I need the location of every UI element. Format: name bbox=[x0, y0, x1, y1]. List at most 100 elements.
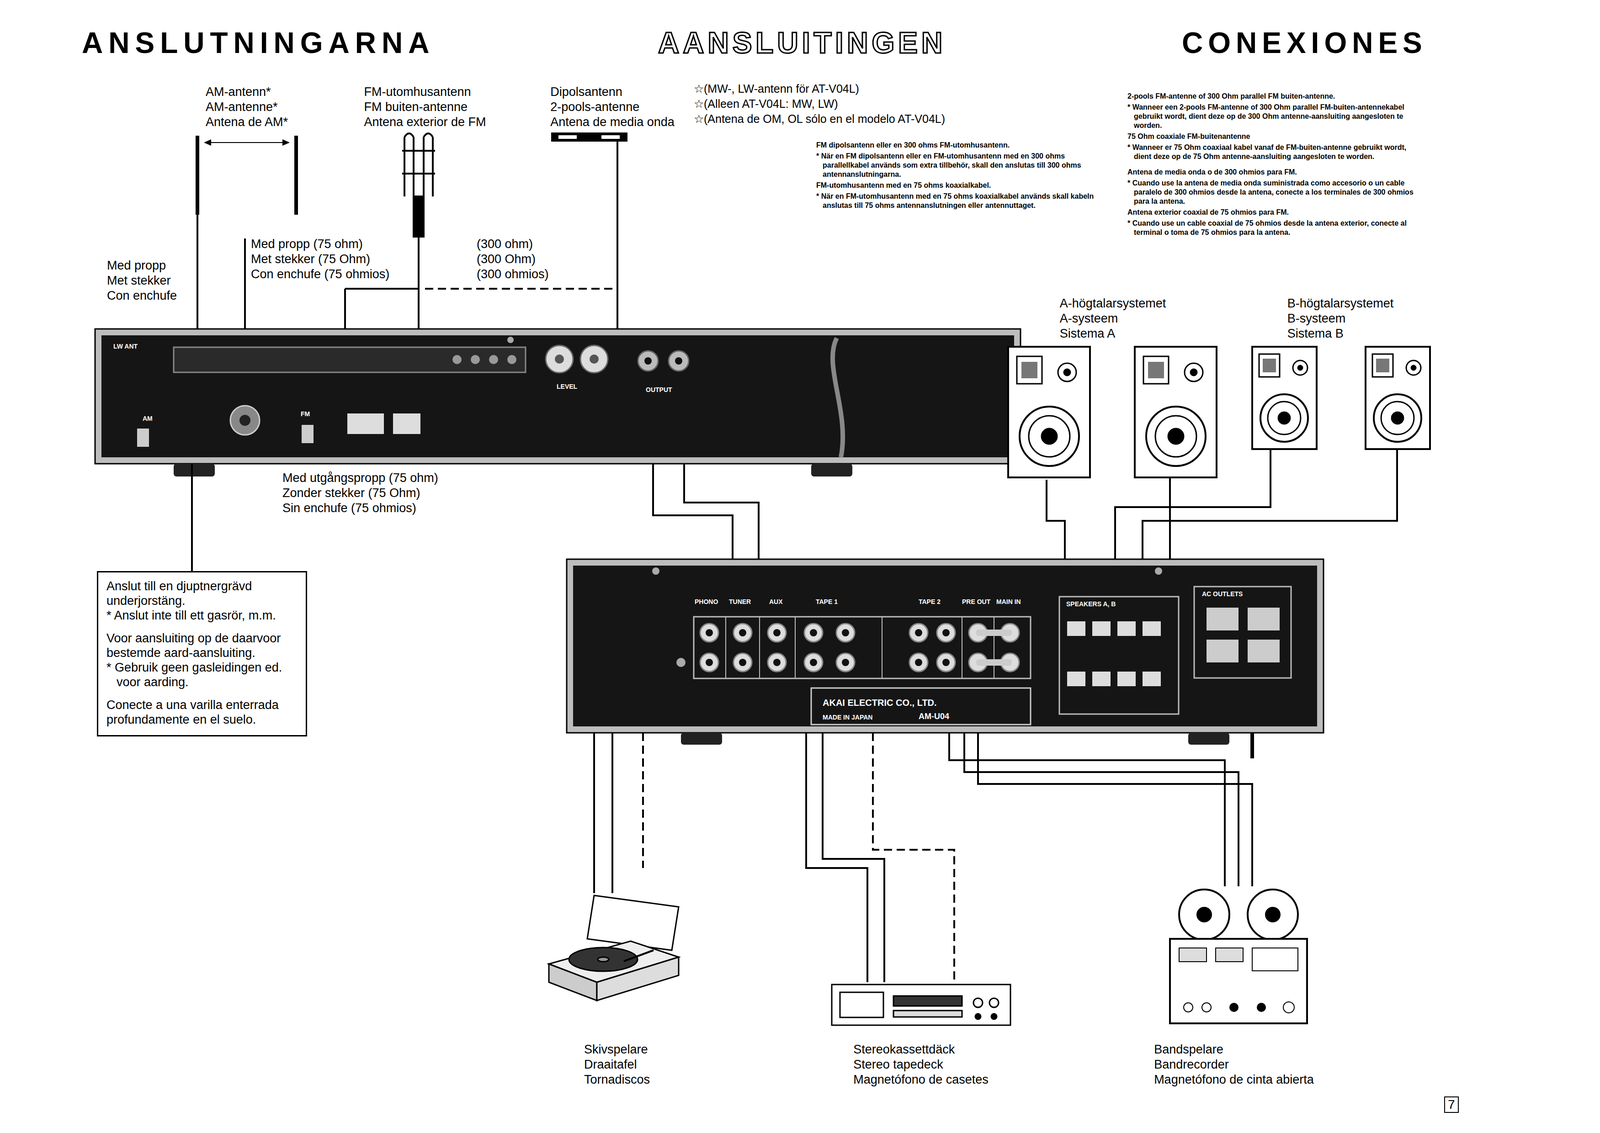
cable-connector bbox=[949, 733, 1225, 887]
panel-label: AC OUTLETS bbox=[1201, 590, 1243, 599]
device-caption: Stereokassettdäck bbox=[853, 1042, 989, 1058]
device-caption: AM-antenne* bbox=[205, 99, 288, 115]
section-heading: AANSLUITINGEN bbox=[658, 26, 947, 60]
panel-label: MAIN IN bbox=[996, 598, 1021, 606]
device-caption: Dipolsantenn bbox=[550, 84, 675, 100]
turntable: SkivspelareDraaitafelTornadiscos bbox=[546, 893, 688, 1088]
device-caption: A-högtalarsystemet bbox=[1059, 296, 1167, 312]
device-caption: AM-antenn* bbox=[205, 84, 288, 100]
cable-connector bbox=[191, 463, 193, 572]
amplifier-rear-panel: PHONOTUNERAUXTAPE 1TAPE 2PRE OUTMAIN INA… bbox=[566, 559, 1324, 734]
connector-label: Met stekker (75 Ohm) bbox=[250, 251, 390, 267]
model-footnote: ☆(MW-, LW-antenn för AT-V04L) bbox=[693, 81, 946, 97]
caption-block: FM-utomhusantennFM buiten-antenneAntena … bbox=[363, 84, 486, 130]
device-caption: Magnetófono de cinta abierta bbox=[1153, 1072, 1314, 1088]
antenna-note: * Cuando use un cable coaxial de 75 ohmi… bbox=[1127, 218, 1414, 238]
note-text: Conecte a una varilla enterrada profunda… bbox=[106, 697, 298, 728]
tuner-figure bbox=[95, 329, 1021, 477]
am-antenna: AM-antenn*AM-antenne*Antena de AM* bbox=[187, 84, 307, 215]
device-caption: Draaitafel bbox=[584, 1057, 650, 1073]
caption-block: A-högtalarsystemetA-systeemSistema A bbox=[1059, 296, 1167, 342]
connector-label: Con enchufe bbox=[106, 288, 177, 304]
label-group: (300 ohm)(300 Ohm)(300 ohmios) bbox=[476, 236, 549, 282]
label-group: ☆(MW-, LW-antenn för AT-V04L)☆(Alleen AT… bbox=[693, 81, 946, 127]
device-caption: Sistema B bbox=[1287, 326, 1394, 342]
device-caption: Sistema A bbox=[1059, 326, 1167, 342]
panel-label: AM-U04 bbox=[918, 712, 950, 723]
panel-label: LW ANT bbox=[113, 342, 138, 351]
caption-block: Dipolsantenn2-pools-antenneAntena de med… bbox=[550, 84, 675, 130]
section-heading: CONEXIONES bbox=[1181, 26, 1428, 60]
panel-label: MADE IN JAPAN bbox=[822, 713, 873, 722]
device-caption: Tornadiscos bbox=[584, 1072, 650, 1088]
note-text: * Anslut inte till ett gasrör, m.m. bbox=[106, 608, 298, 623]
device-caption: Antena exterior de FM bbox=[363, 114, 486, 130]
panel-label: LEVEL bbox=[556, 382, 578, 391]
panel-label: AM bbox=[142, 414, 153, 423]
device-caption: Stereo tapedeck bbox=[853, 1057, 989, 1073]
panel-label: TAPE 1 bbox=[815, 598, 838, 606]
antenna-note: * När en FM dipolsantenn eller en FM-uto… bbox=[816, 151, 1100, 180]
cable-connector bbox=[1046, 479, 1065, 560]
antenna-note: * Wanneer er 75 Ohm coaxiaal kabel vanaf… bbox=[1127, 143, 1414, 162]
model-footnote: ☆(Antena de OM, OL sólo en el modelo AT-… bbox=[693, 111, 946, 127]
label-group: 7 bbox=[1444, 1096, 1459, 1114]
caption-block: StereokassettdäckStereo tapedeckMagnetóf… bbox=[853, 1042, 989, 1088]
dipole-antenna-figure bbox=[551, 132, 628, 147]
caption-block: SkivspelareDraaitafelTornadiscos bbox=[584, 1042, 650, 1088]
antenna-note: 2-pools FM-antenne of 300 Ohm parallel F… bbox=[1127, 91, 1414, 101]
label-group: Med proppMet stekkerCon enchufe bbox=[106, 258, 177, 304]
am-antenna-figure bbox=[197, 135, 297, 215]
impedance-label: (300 Ohm) bbox=[476, 251, 549, 267]
cable-connector bbox=[611, 733, 614, 894]
connector-label: Zonder stekker (75 Ohm) bbox=[282, 485, 439, 501]
label-group: AANSLUITINGEN bbox=[658, 26, 947, 60]
device-caption: FM-utomhusantenn bbox=[363, 84, 486, 100]
cable-connector bbox=[1115, 450, 1271, 560]
device-caption: Skivspelare bbox=[584, 1042, 650, 1058]
page-heading: ANSLUTNINGARNA bbox=[81, 26, 435, 60]
antenna-note: 75 Ohm coaxiale FM-buitenantenne bbox=[1127, 132, 1414, 142]
device-caption: Antena de AM* bbox=[205, 114, 288, 130]
caption-block: B-högtalarsystemetB-systeemSistema B bbox=[1287, 296, 1394, 342]
label-group: CONEXIONES bbox=[1181, 26, 1428, 60]
device-caption: B-högtalarsystemet bbox=[1287, 296, 1394, 312]
panel-label: AKAI ELECTRIC CO., LTD. bbox=[822, 697, 937, 709]
antenna-note: FM dipolsantenn eller en 300 ohms FM-uto… bbox=[816, 140, 1100, 150]
antenna-note: * Wanneer een 2-pools FM-antenne of 300 … bbox=[1127, 102, 1414, 131]
connector-label: Con enchufe (75 ohmios) bbox=[250, 266, 390, 282]
cable-connector bbox=[417, 236, 420, 330]
panel-label: PRE OUT bbox=[962, 598, 991, 606]
device-caption: FM buiten-antenne bbox=[363, 99, 486, 115]
amplifier-figure bbox=[566, 559, 1324, 745]
panel-label: PHONO bbox=[694, 598, 718, 606]
connector-label: Med propp bbox=[106, 258, 177, 274]
speaker-system-b: B-högtalarsystemetB-systeemSistema B bbox=[1249, 296, 1431, 451]
device-caption: Magnetófono de casetes bbox=[853, 1072, 989, 1088]
note-text: Anslut till en djuptnergrävd underjorstä… bbox=[106, 579, 298, 609]
device-caption: Bandrecorder bbox=[1153, 1057, 1314, 1073]
connector-label: Med propp (75 ohm) bbox=[250, 236, 390, 252]
device-caption: B-systeem bbox=[1287, 311, 1394, 327]
label-group: FM dipolsantenn eller en 300 ohms FM-uto… bbox=[816, 140, 1100, 213]
device-caption: Antena de media onda bbox=[550, 114, 675, 130]
connector-label: Med utgångspropp (75 ohm) bbox=[282, 470, 439, 486]
panel-label: SPEAKERS A, B bbox=[1066, 600, 1116, 609]
cable-connector bbox=[653, 463, 733, 560]
panel-label: TAPE 2 bbox=[918, 598, 941, 606]
cassette-deck: StereokassettdäckStereo tapedeckMagnetóf… bbox=[829, 982, 1013, 1088]
page-number: 7 bbox=[1444, 1096, 1459, 1114]
device-caption: A-systeem bbox=[1059, 311, 1167, 327]
panel-label: FM bbox=[300, 410, 310, 419]
fm-outdoor-antenna: FM-utomhusantennFM buiten-antenneAntena … bbox=[347, 84, 503, 237]
antenna-note: * Cuando use la antena de media onda sum… bbox=[1127, 178, 1414, 207]
impedance-label: (300 ohm) bbox=[476, 236, 549, 252]
reel-to-reel-deck: BandspelareBandrecorderMagnetófono de ci… bbox=[1137, 886, 1330, 1088]
tuner-rear-panel: LW ANTAMFMLEVELOUTPUT bbox=[95, 329, 1021, 464]
antenna-note: * När en FM-utomhusantenn med en 75 ohms… bbox=[816, 191, 1100, 211]
note-text: Voor aansluiting op de daarvoor bestemde… bbox=[106, 631, 298, 661]
model-footnote: ☆(Alleen AT-V04L: MW, LW) bbox=[693, 96, 946, 112]
